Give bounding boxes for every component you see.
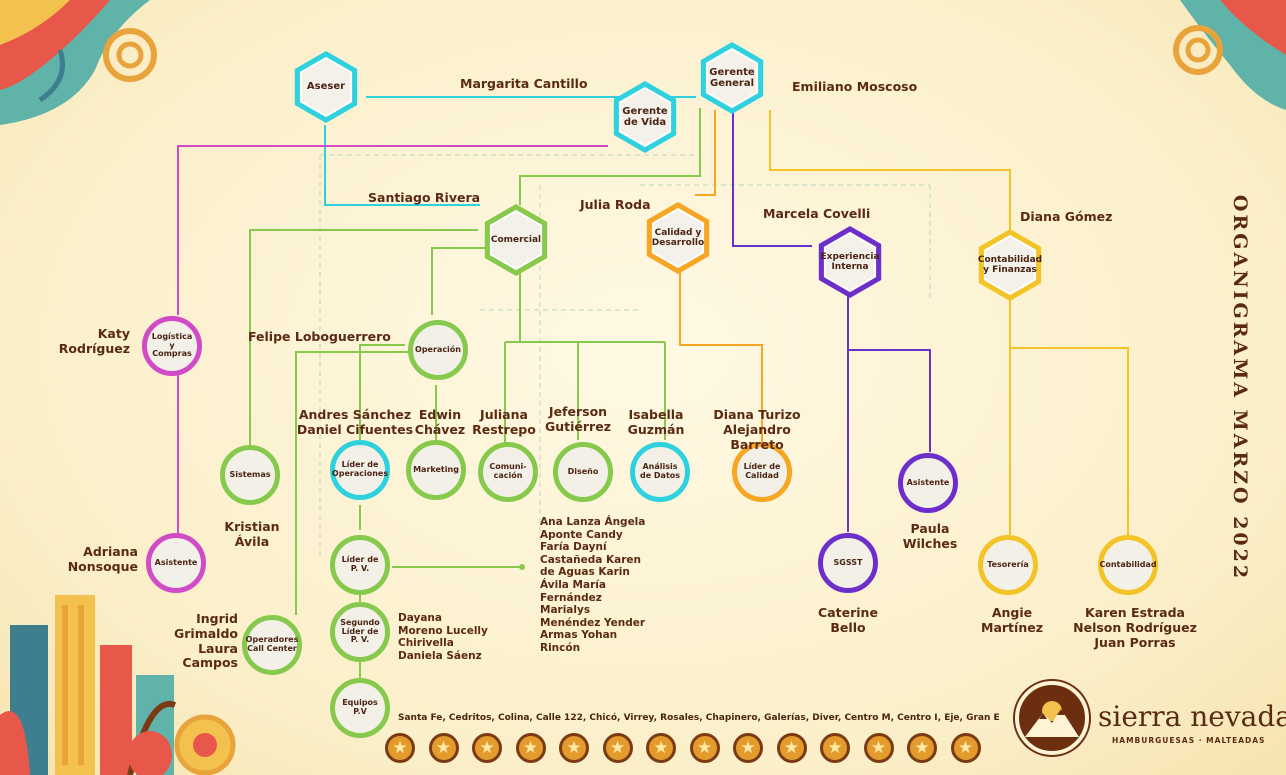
node-segundo-lider-pv: Segundo Líder de P. V. <box>330 602 390 662</box>
node-analisis-datos: Análisis de Datos <box>630 442 690 502</box>
store-star-icon: ★ <box>428 733 459 763</box>
sierra-nevada-logo <box>1015 681 1089 755</box>
store-star-icon: ★ <box>515 733 546 763</box>
hexagon-frame <box>818 226 882 298</box>
node-logistica-compras: Logística y Compras <box>142 316 202 376</box>
node-comercial: Comercial <box>479 203 553 277</box>
name-comunicacion: Juliana Restrepo <box>472 407 536 437</box>
store-star-icon: ★ <box>776 733 807 763</box>
city-illustration <box>0 595 236 775</box>
node-gerente-general: Gerente General <box>695 41 769 115</box>
node-sistemas: Sistemas <box>220 445 280 505</box>
name-call-center: Ingrid Grimaldo Laura Campos <box>174 611 238 671</box>
node-contabilidad: Contabilidad <box>1098 535 1158 595</box>
brand-tagline: HAMBURGUESAS · MALTEADAS <box>1112 736 1266 745</box>
name-sistemas: Kristian Ávila <box>224 519 280 549</box>
hexagon-frame <box>484 204 548 276</box>
store-star-icon: ★ <box>646 733 676 763</box>
brand-name: sierra nevada <box>1098 700 1286 733</box>
name-contabilidad-finanzas: Diana Gómez <box>1020 209 1113 224</box>
store-star-icon: ★ <box>602 733 633 763</box>
chart-title: ORGANIGRAMA MARZO 2022 <box>1229 194 1251 582</box>
node-aseser: Aseser <box>289 50 363 124</box>
name-experiencia: Marcela Covelli <box>763 206 871 221</box>
hexagon-frame <box>700 42 764 114</box>
name-operacion: Felipe Loboguerrero <box>248 329 391 344</box>
top-left-ornament <box>0 0 157 125</box>
name-comercial: Santiago Rivera <box>368 190 481 205</box>
hexagon-frame <box>613 81 677 153</box>
hexagon-frame <box>294 51 358 123</box>
name-diseno: Jeferson Gutiérrez <box>545 404 611 434</box>
store-star-icon: ★ <box>385 733 415 763</box>
store-star-icon: ★ <box>472 733 502 763</box>
node-contabilidad-finanzas: Contabilidad y Finanzas <box>973 228 1047 302</box>
node-tesoreria: Tesorería <box>978 535 1038 595</box>
node-call-center: Operadores Call Center <box>242 615 302 675</box>
name-contabilidad: Karen Estrada Nelson Rodríguez Juan Porr… <box>1073 605 1197 650</box>
name-analisis: Isabella Guzmán <box>627 407 685 437</box>
hexagon-frame <box>646 202 710 274</box>
store-star-icon: ★ <box>733 733 763 763</box>
name-tesoreria: Angie Martínez <box>981 605 1043 635</box>
name-sgsst: Caterine Bello <box>818 605 878 635</box>
name-marketing: Edwin Chávez <box>414 407 466 437</box>
store-list: Santa Fe, Cedritos, Colina, Calle 122, C… <box>398 713 1000 723</box>
name-lider-operaciones: Andres Sánchez Daniel Cifuentes <box>296 407 414 437</box>
name-logistica: Katy Rodríguez <box>58 326 130 356</box>
store-star-icon: ★ <box>559 733 589 763</box>
node-diseno: Diseño <box>553 442 613 502</box>
node-calidad-desarrollo: Calidad y Desarrollo <box>641 201 715 275</box>
store-star-icon: ★ <box>907 733 937 763</box>
store-star-icon: ★ <box>820 733 850 763</box>
node-lider-calidad: Líder de Calidad <box>732 442 792 502</box>
node-lider-operaciones: Líder de Operaciones <box>330 440 390 500</box>
store-star-icon: ★ <box>863 733 894 763</box>
node-experiencia-interna: Experiencia Interna <box>813 225 887 299</box>
hexagon-frame <box>978 229 1042 301</box>
name-asistente-logistica: Adriana Nonsoque <box>67 544 138 574</box>
store-star-icon: ★ <box>689 733 720 763</box>
node-equipos-pv: Equipos P.V <box>330 678 390 738</box>
node-sgsst: SGSST <box>818 533 878 593</box>
name-gerente-general: Emiliano Moscoso <box>792 79 918 94</box>
node-asistente-logistica: Asistente <box>146 533 206 593</box>
name-asistente-experiencia: Paula Wilches <box>902 521 958 551</box>
name-aseser: Margarita Cantillo <box>460 76 588 91</box>
node-asistente-experiencia: Asistente <box>898 453 958 513</box>
node-operacion: Operación <box>408 320 468 380</box>
top-right-ornament <box>1173 0 1286 110</box>
name-lider-calidad: Diana Turizo Alejandro Barreto <box>713 407 801 452</box>
node-marketing: Marketing <box>406 440 466 500</box>
node-comunicacion: Comuni-cación <box>478 442 538 502</box>
node-gerente-de-vida: Gerente de Vida <box>608 80 682 154</box>
node-lider-pv: Líder de P. V. <box>330 535 390 595</box>
store-star-icon: ★ <box>950 733 981 763</box>
name-calidad: Julia Roda <box>580 197 651 212</box>
name-segundo-lider: Dayana Moreno Lucelly Chirivella Daniela… <box>398 612 488 662</box>
name-lider-pv-team: Ana Lanza Ángela Aponte Candy Faría Dayn… <box>540 516 646 654</box>
